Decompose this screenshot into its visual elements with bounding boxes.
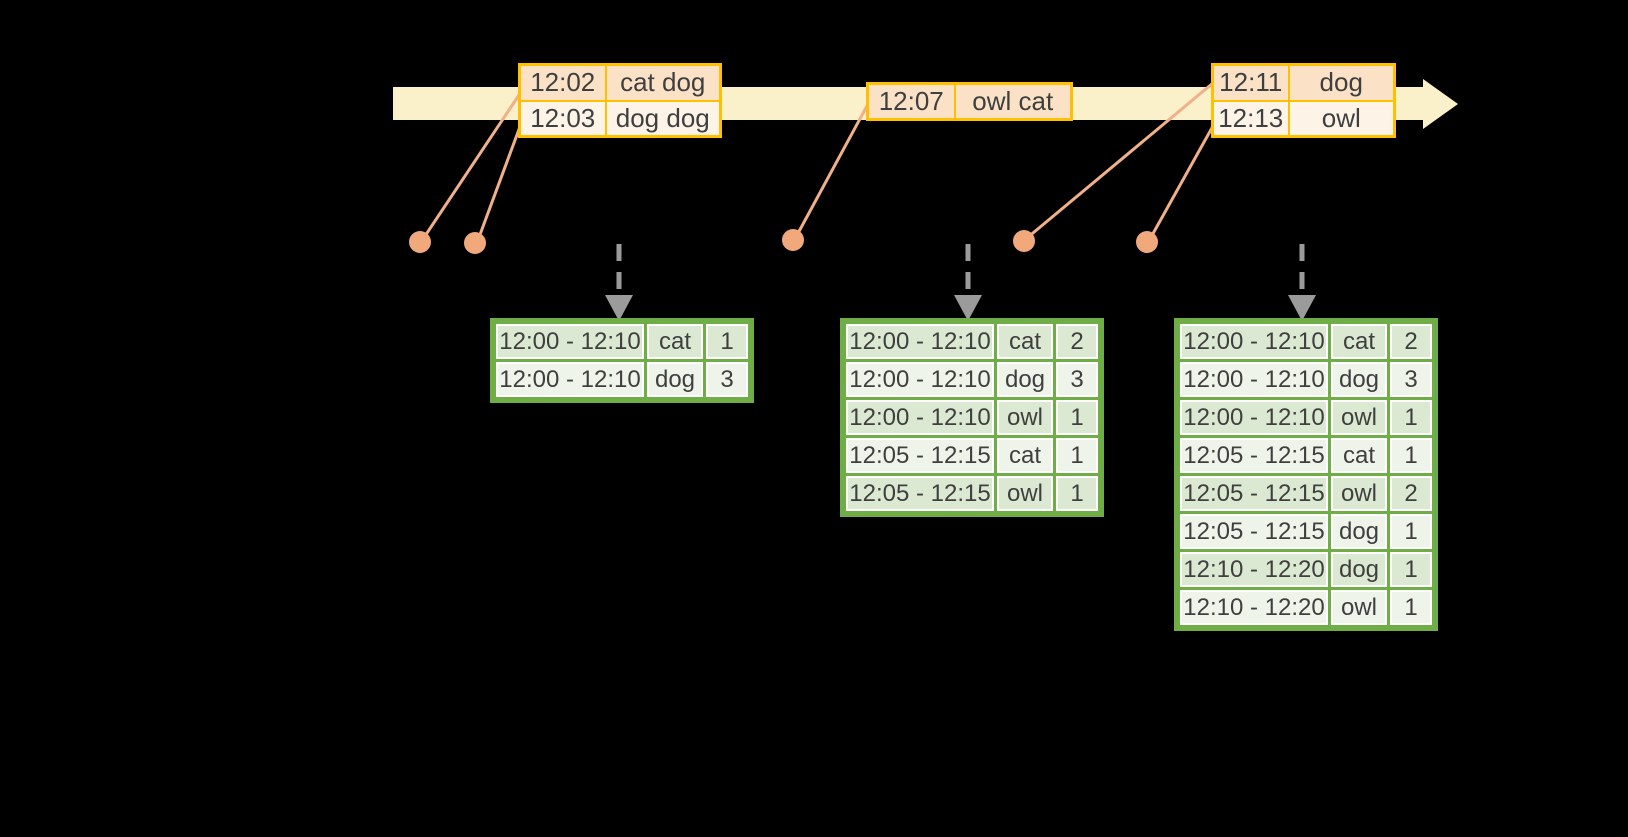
table-cell: 12:05 - 12:15 [846, 476, 994, 511]
table-cell: 2 [1390, 476, 1432, 511]
event-connector-line [1148, 125, 1215, 240]
table-cell: 12:10 - 12:20 [1180, 590, 1328, 625]
table-cell: 12:05 - 12:15 [846, 438, 994, 473]
event-marker-dot [409, 231, 431, 253]
trigger-arrowhead-icon [1288, 295, 1316, 321]
table-cell: owl [1287, 99, 1396, 138]
table-cell: cat dog [604, 63, 722, 102]
table-cell: 12:00 - 12:10 [496, 362, 644, 397]
table-cell: 2 [1056, 324, 1098, 359]
table-cell: 12:00 - 12:10 [1180, 362, 1328, 397]
table-cell: cat [647, 324, 703, 359]
event-marker-dot [464, 232, 486, 254]
event-connector-line [476, 123, 523, 241]
table-cell: dog dog [604, 99, 722, 138]
table-cell: 12:00 - 12:10 [1180, 324, 1328, 359]
table-cell: 12:03 [518, 99, 607, 138]
table-cell: dog [1287, 63, 1396, 102]
table-cell: 12:05 - 12:15 [1180, 438, 1328, 473]
table-cell: 1 [1390, 590, 1432, 625]
table-cell: cat [997, 324, 1053, 359]
table-cell: owl [1331, 400, 1387, 435]
table-cell: dog [1331, 552, 1387, 587]
event-connector-line [794, 103, 870, 238]
table-cell: 1 [1390, 552, 1432, 587]
table-cell: 12:05 - 12:15 [1180, 514, 1328, 549]
timeline-arrowhead-icon [1423, 79, 1458, 129]
table-cell: cat [1331, 324, 1387, 359]
table-cell: 1 [1056, 400, 1098, 435]
table-cell: dog [997, 362, 1053, 397]
event-connector-line [421, 91, 523, 240]
table-cell: 1 [1056, 476, 1098, 511]
event-connector-line [1026, 81, 1214, 240]
table-cell: 12:00 - 12:10 [496, 324, 644, 359]
event-marker-dot [782, 229, 804, 251]
table-cell: 12:00 - 12:10 [846, 324, 994, 359]
table-cell: 12:00 - 12:10 [846, 400, 994, 435]
table-cell: owl [1331, 476, 1387, 511]
table-cell: 12:00 - 12:10 [846, 362, 994, 397]
event-marker-dot [1136, 231, 1158, 253]
table-cell: cat [997, 438, 1053, 473]
table-cell: 12:07 [866, 82, 956, 121]
table-cell: dog [1331, 514, 1387, 549]
table-cell: owl [997, 476, 1053, 511]
table-cell: 1 [1390, 400, 1432, 435]
table-cell: 12:02 [518, 63, 607, 102]
table-cell: dog [1331, 362, 1387, 397]
table-cell: 12:00 - 12:10 [1180, 400, 1328, 435]
trigger-arrowhead-icon [605, 295, 633, 321]
table-cell: 12:11 [1211, 63, 1290, 102]
table-cell: 1 [1390, 438, 1432, 473]
table-cell: 3 [1390, 362, 1432, 397]
table-cell: owl [997, 400, 1053, 435]
table-cell: 2 [1390, 324, 1432, 359]
table-cell: dog [647, 362, 703, 397]
event-marker-dot [1013, 230, 1035, 252]
trigger-arrowhead-icon [954, 295, 982, 321]
table-cell: 3 [706, 362, 748, 397]
table-cell: 12:13 [1211, 99, 1290, 138]
table-cell: owl cat [953, 82, 1073, 121]
table-cell: 3 [1056, 362, 1098, 397]
table-cell: owl [1331, 590, 1387, 625]
table-cell: 1 [1056, 438, 1098, 473]
table-cell: 1 [706, 324, 748, 359]
table-cell: 12:05 - 12:15 [1180, 476, 1328, 511]
table-cell: 12:10 - 12:20 [1180, 552, 1328, 587]
table-cell: cat [1331, 438, 1387, 473]
table-cell: 1 [1390, 514, 1432, 549]
